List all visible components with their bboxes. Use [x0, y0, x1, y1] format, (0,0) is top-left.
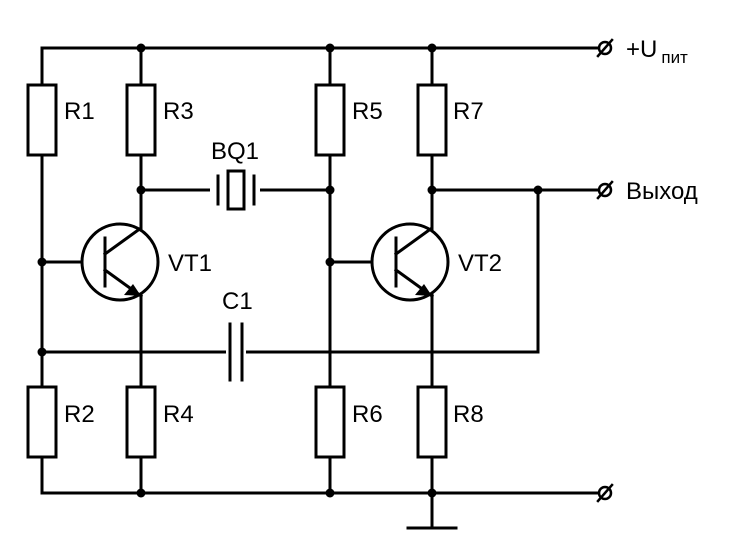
- resistor-r2: [26, 385, 58, 459]
- junction-dot: [325, 488, 335, 498]
- label-vt2: VT2: [458, 250, 502, 277]
- junction-dot: [136, 185, 146, 195]
- label-r2: R2: [64, 401, 95, 428]
- junction-dot: [136, 488, 146, 498]
- resistor-r6: [314, 385, 346, 459]
- label-r7: R7: [453, 98, 484, 125]
- label-supply-main: +U: [626, 36, 657, 63]
- resistor-r7: [416, 83, 448, 157]
- capacitor-c1: [226, 322, 246, 382]
- crystal-bq1: [210, 169, 260, 211]
- terminal-ground: [596, 483, 614, 503]
- junction-dot: [427, 43, 437, 53]
- terminal-output: [596, 180, 614, 200]
- label-output: Выход: [626, 178, 698, 205]
- label-r3: R3: [163, 98, 194, 125]
- junction-dot: [325, 43, 335, 53]
- resistor-r4: [125, 385, 157, 459]
- terminal-supply: [596, 38, 614, 58]
- junction-dot: [325, 257, 335, 267]
- transistor-vt1: [80, 188, 160, 354]
- resistor-r8: [416, 385, 448, 459]
- junction-dot: [427, 488, 437, 498]
- label-c1: C1: [222, 288, 253, 315]
- junction-dot: [37, 257, 47, 267]
- label-r5: R5: [352, 98, 383, 125]
- label-r6: R6: [352, 401, 383, 428]
- resistor-r3: [125, 83, 157, 157]
- junction-dot: [427, 185, 437, 195]
- junction-dot: [136, 43, 146, 53]
- wire-feedback: [40, 188, 540, 354]
- junction-dot: [37, 347, 47, 357]
- resistor-r1: [26, 83, 58, 157]
- label-supply-sub: пит: [661, 48, 688, 67]
- resistor-r5: [314, 83, 346, 157]
- junction-dot: [325, 185, 335, 195]
- label-bq1: BQ1: [211, 138, 259, 165]
- junction-dot: [533, 185, 543, 195]
- label-vt1: VT1: [168, 250, 212, 277]
- label-r8: R8: [453, 401, 484, 428]
- label-r1: R1: [64, 98, 95, 125]
- label-r4: R4: [163, 401, 194, 428]
- ground-symbol: [406, 491, 458, 530]
- transistor-vt2: [370, 188, 450, 302]
